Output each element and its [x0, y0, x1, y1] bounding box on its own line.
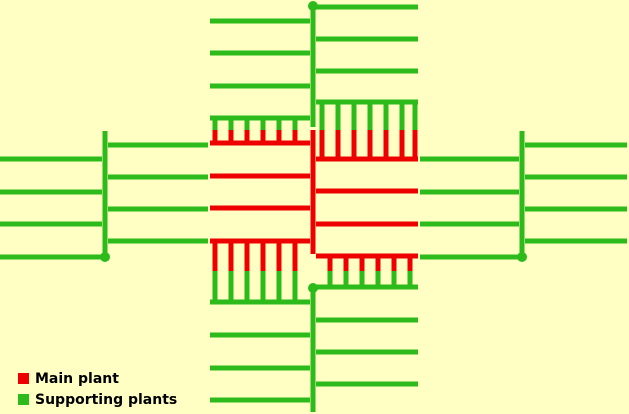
top-supporting-node: [308, 1, 318, 11]
right-supporting-node: [517, 252, 527, 262]
legend: Main plant Supporting plants: [18, 368, 177, 410]
legend-label-supporting: Supporting plants: [35, 391, 178, 408]
legend-swatch-main: [18, 373, 29, 384]
legend-item-supporting: Supporting plants: [18, 389, 177, 410]
left-supporting-node: [100, 252, 110, 262]
legend-label-main: Main plant: [35, 370, 119, 387]
bottom-supporting-node: [308, 283, 318, 293]
legend-swatch-supporting: [18, 394, 29, 405]
legend-item-main: Main plant: [18, 368, 177, 389]
